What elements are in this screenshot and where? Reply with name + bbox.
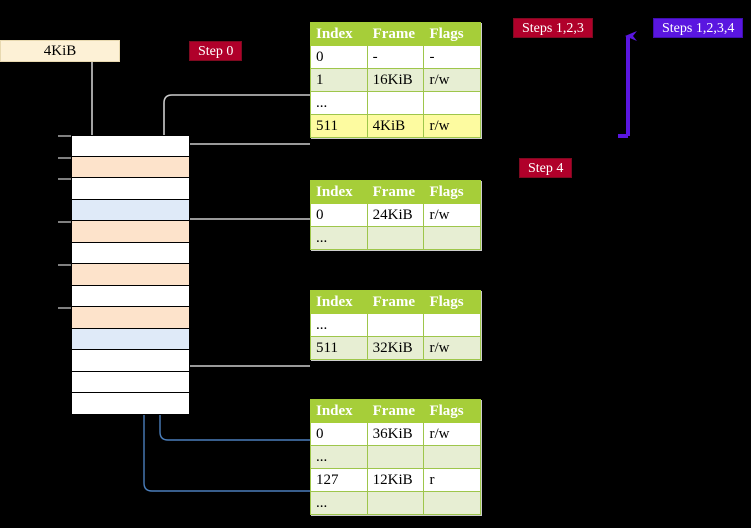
cell-flags: r/w (423, 422, 481, 446)
column-header-index: Index (310, 22, 368, 46)
cell-flags (423, 91, 481, 115)
memory-tick-1 (58, 156, 71, 159)
cell-index: 511 (310, 114, 368, 138)
cell-frame: 32KiB (366, 336, 425, 360)
cell-index: 511 (310, 336, 368, 360)
cell-frame: 24KiB (366, 203, 425, 227)
column-header-index: Index (310, 290, 368, 314)
frame-size-callout: 4KiB (0, 40, 120, 62)
cell-index: 127 (310, 468, 368, 492)
cell-index: 1 (310, 68, 368, 92)
purple-loop-arrow (618, 31, 637, 138)
memory-frame-11 (71, 371, 190, 394)
table-row: ... (310, 491, 481, 515)
column-header-index: Index (310, 180, 368, 204)
cell-frame: 4KiB (366, 114, 425, 138)
cell-frame: 16KiB (366, 68, 425, 92)
table-row: ... (310, 313, 481, 337)
cell-frame: 12KiB (366, 468, 425, 492)
memory-frame-9 (71, 328, 190, 351)
cell-flags (423, 226, 481, 250)
cell-index: ... (310, 491, 368, 515)
cell-frame (366, 445, 425, 469)
cell-frame (366, 491, 425, 515)
cell-flags: r/w (423, 68, 481, 92)
memory-frame-6 (71, 264, 190, 286)
cell-flags (423, 491, 481, 515)
cell-frame: 36KiB (366, 422, 425, 446)
cell-frame (366, 226, 425, 250)
cell-index: ... (310, 226, 368, 250)
memory-tick-2 (58, 178, 71, 181)
column-header-flags: Flags (423, 399, 481, 423)
column-header-frame: Frame (366, 180, 425, 204)
cell-frame (366, 91, 425, 115)
cell-flags: r/w (423, 203, 481, 227)
cell-flags (423, 313, 481, 337)
memory-tick-6 (58, 264, 71, 267)
column-header-index: Index (310, 399, 368, 423)
physical-memory-column (58, 135, 190, 415)
cell-flags: r (423, 468, 481, 492)
memory-frame-1 (71, 156, 190, 179)
column-header-flags: Flags (423, 180, 481, 204)
memory-frame-5 (71, 242, 190, 265)
badge-steps-123: Steps 1,2,3 (513, 18, 593, 38)
cell-index: ... (310, 91, 368, 115)
cell-flags: r/w (423, 114, 481, 138)
connector-pt2-to-memory (168, 312, 310, 367)
table-row: ... (310, 91, 481, 115)
badge-step-4: Step 4 (519, 158, 573, 178)
cell-index: 0 (310, 203, 368, 227)
column-header-flags: Flags (423, 290, 481, 314)
cell-flags: r/w (423, 336, 481, 360)
memory-frame-7 (71, 285, 190, 308)
memory-tick-4 (58, 221, 71, 224)
cell-frame: - (366, 45, 425, 69)
cell-index: 0 (310, 45, 368, 69)
memory-frame-0 (71, 135, 190, 157)
memory-frame-4 (71, 221, 190, 243)
memory-frame-10 (71, 350, 190, 372)
column-header-frame: Frame (366, 290, 425, 314)
column-header-frame: Frame (366, 22, 425, 46)
memory-tick-8 (58, 307, 71, 310)
column-header-frame: Frame (366, 399, 425, 423)
memory-frame-2 (71, 178, 190, 200)
cell-flags (423, 445, 481, 469)
cell-frame (366, 313, 425, 337)
table-row: ... (310, 226, 481, 250)
table-row: ... (310, 445, 481, 469)
memory-frame-12 (71, 393, 190, 415)
memory-frame-3 (71, 199, 190, 222)
connector-pt1-to-memory (176, 218, 310, 259)
table-row: 0-- (310, 45, 481, 69)
memory-tick-0 (58, 135, 71, 137)
badge-step-0: Step 0 (189, 41, 243, 61)
cell-flags: - (423, 45, 481, 69)
cell-index: 0 (310, 422, 368, 446)
column-header-flags: Flags (423, 22, 481, 46)
memory-frame-8 (71, 307, 190, 329)
cell-index: ... (310, 445, 368, 469)
cell-index: ... (310, 313, 368, 337)
badge-steps-1234: Steps 1,2,3,4 (653, 18, 744, 38)
